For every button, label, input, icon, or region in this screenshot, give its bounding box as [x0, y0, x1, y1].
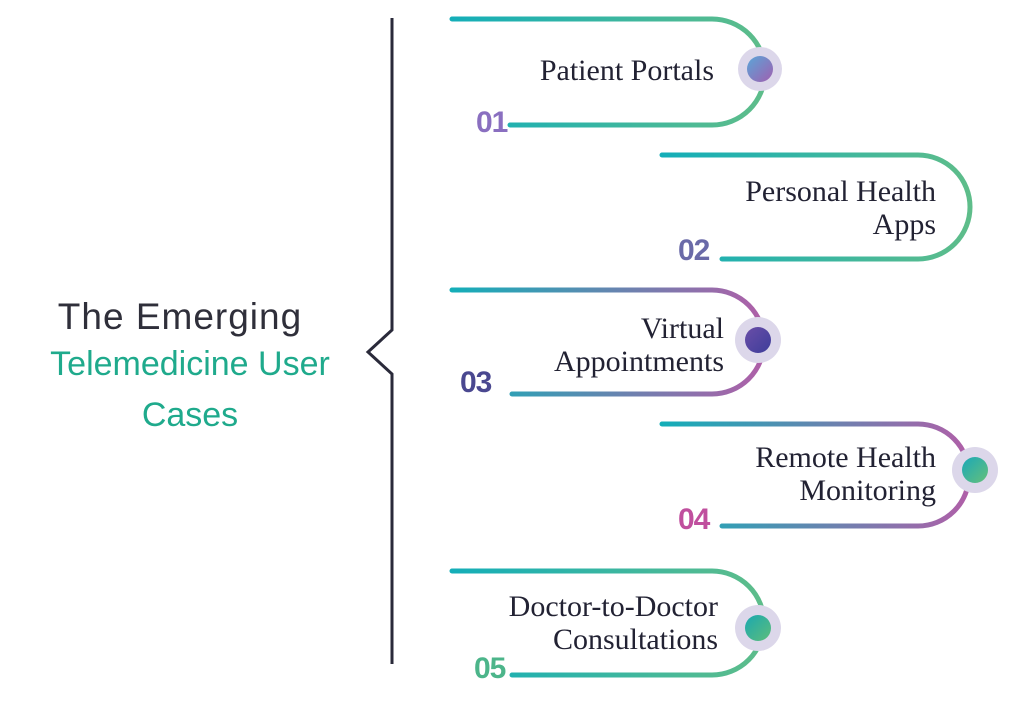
- item-4-number: 04: [678, 503, 710, 536]
- item-5-dot-icon: [735, 605, 781, 651]
- item-4-dot-icon: [952, 447, 998, 493]
- item-1-label: Patient Portals: [540, 54, 714, 87]
- item-1-dot-icon: [738, 47, 782, 91]
- item-5-label: Doctor-to-Doctor Consultations: [509, 590, 718, 656]
- item-1-label-line-1: Patient Portals: [539, 54, 714, 87]
- item-2-loop: [659, 152, 973, 262]
- item-2-label-line-2: Apps: [872, 208, 936, 241]
- item-3-label-line-2: Appointments: [554, 345, 724, 378]
- item-2-label: Personal Health Apps: [745, 175, 936, 241]
- item-4-label: Remote Health Monitoring: [755, 441, 936, 507]
- item-4-label-line-2: Monitoring: [799, 474, 936, 507]
- title-line-2: Telemedicine User: [50, 345, 330, 383]
- item-1-number: 01: [476, 106, 508, 139]
- item-3-dot-icon: [735, 317, 781, 363]
- item-5-label-line-1: Doctor-to-Doctor: [508, 590, 718, 623]
- item-5-number: 05: [474, 652, 506, 685]
- item-5-label-line-2: Consultations: [552, 623, 718, 656]
- item-2-number: 02: [678, 234, 710, 267]
- item-3-label: Virtual Appointments: [554, 312, 724, 378]
- item-3-number: 03: [460, 366, 492, 399]
- title-line-1: The Emerging: [57, 296, 303, 337]
- item-4-label-line-1: Remote Health: [755, 441, 936, 474]
- bracket-line: [365, 18, 394, 664]
- title-line-3: Cases: [141, 396, 239, 434]
- item-2-label-line-1: Personal Health: [745, 175, 936, 208]
- item-3-label-line-1: Virtual: [640, 312, 724, 345]
